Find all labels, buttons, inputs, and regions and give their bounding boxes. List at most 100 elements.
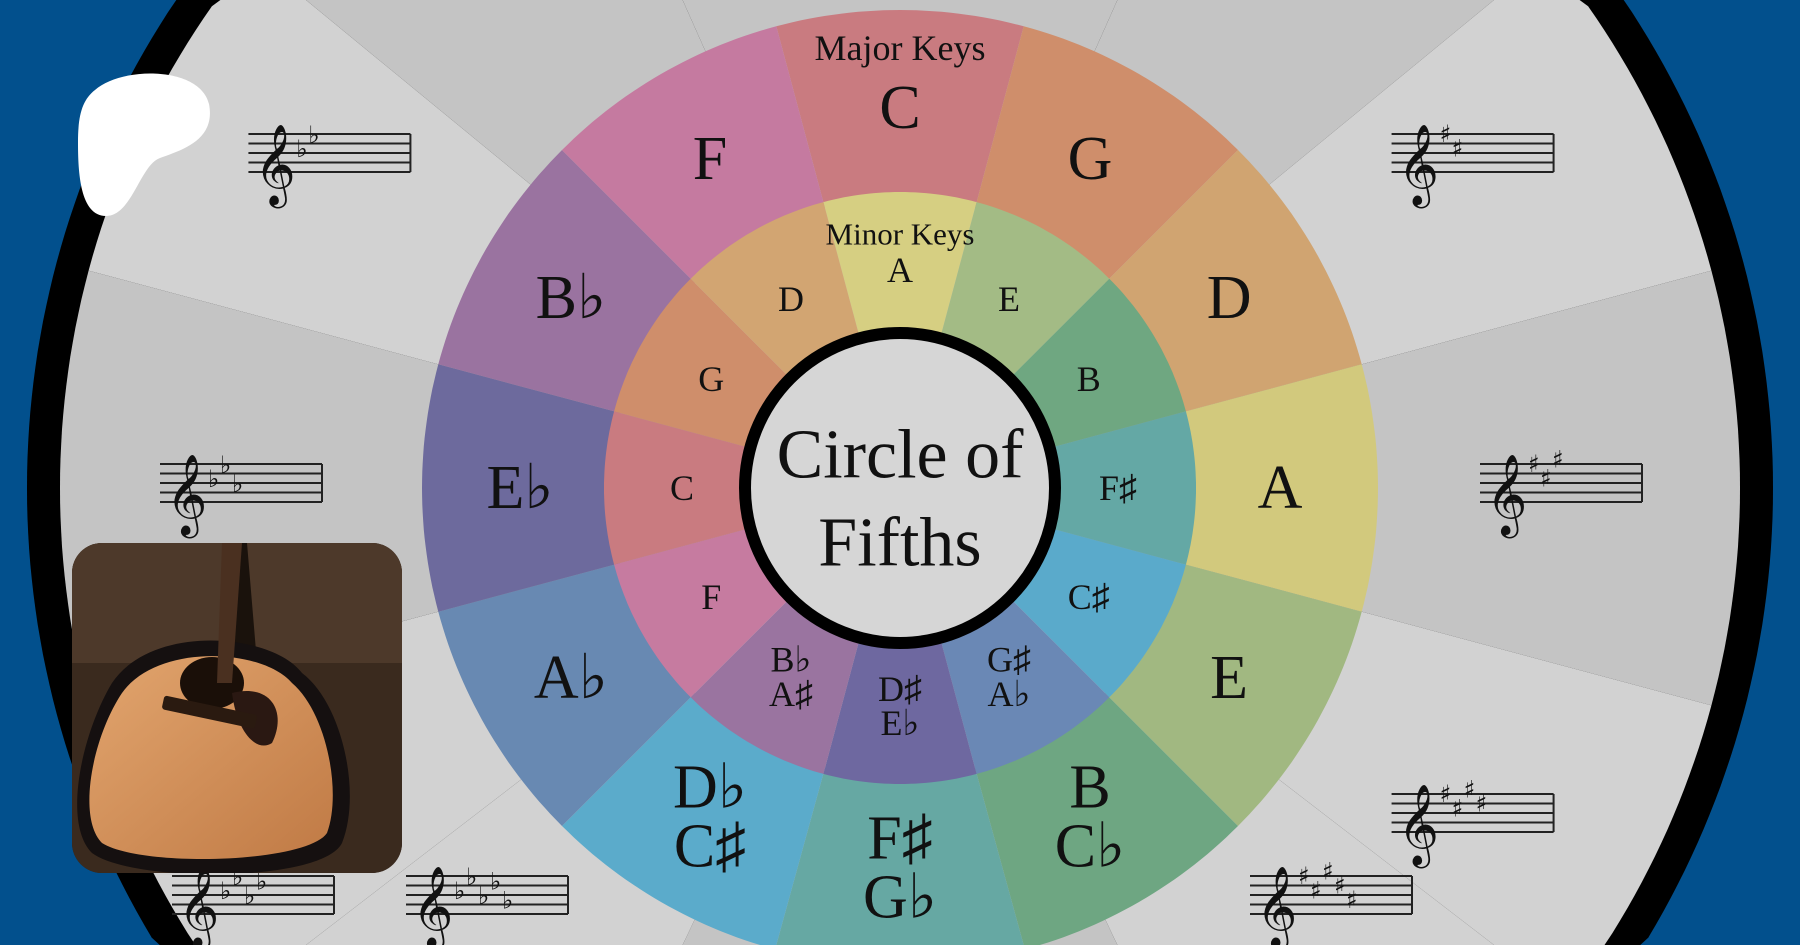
major-key-label: D♭ [673, 754, 747, 822]
minor-key-label: G [698, 359, 724, 399]
sharp-icon: ♯ [1346, 886, 1358, 914]
major-key-wedge-fill [562, 693, 825, 945]
major-key-wedge[interactable]: D [1105, 150, 1362, 413]
treble-clef-icon: 𝄞 [1398, 783, 1439, 868]
treble-clef-icon: 𝄞 [1398, 123, 1439, 208]
flat-icon: ♭ [466, 863, 477, 891]
minor-key-label: D [778, 279, 804, 319]
key-signature-staff: 𝄞♯♯♯ [1480, 445, 1643, 538]
flat-icon: ♭ [232, 863, 243, 891]
key-signature-staff: 𝄞♭♭ [248, 121, 412, 208]
major-key-wedge[interactable]: F [562, 26, 825, 283]
major-key-wedge[interactable]: D♭C♯ [562, 693, 825, 945]
flat-icon: ♭ [220, 451, 231, 479]
minor-key-wedge-fill [938, 202, 1110, 382]
key-signatures: 𝄞♯♯𝄞♯♯♯𝄞♯♯♯♯𝄞♯♯♯♯♯𝄞♭♭♭♭♭𝄞♭♭♭♭𝄞♭♭♭𝄞♭♭ [160, 120, 1643, 945]
major-key-wedge-fill [562, 26, 825, 283]
flat-icon: ♭ [244, 882, 255, 910]
sharp-icon: ♯ [1322, 857, 1334, 885]
key-signature-staff: 𝄞♯♯♯♯ [1391, 775, 1555, 868]
major-key-wedge[interactable]: F♯G♭ [776, 768, 1024, 945]
guitar-photo [72, 543, 402, 873]
major-key-label: A [1258, 454, 1303, 522]
minor-key-wedge[interactable]: E [938, 202, 1110, 382]
major-key-wedge[interactable]: A♭ [438, 563, 695, 826]
flat-icon: ♭ [502, 887, 513, 915]
major-key-wedge[interactable]: G [975, 26, 1238, 283]
major-key-label: C [879, 74, 920, 142]
treble-clef-icon: 𝄞 [166, 453, 207, 538]
major-key-label: G♭ [863, 863, 937, 931]
major-key-label: B♭ [536, 264, 607, 332]
sharp-icon: ♯ [1298, 862, 1310, 890]
major-key-wedge-fill [438, 563, 695, 826]
major-key-wedge[interactable]: C [776, 10, 1024, 208]
minor-key-label: F♯ [1099, 468, 1137, 508]
major-key-label: C♯ [674, 813, 746, 881]
major-key-label: G [1068, 125, 1113, 193]
treble-clef-icon: 𝄞 [254, 123, 295, 208]
minor-key-wedge[interactable]: F♯ [1044, 411, 1196, 565]
major-key-wedge-fill [776, 768, 1024, 945]
major-key-label: C♭ [1055, 813, 1126, 881]
sharp-icon: ♯ [1440, 780, 1452, 808]
treble-clef-icon: 𝄞 [1256, 865, 1297, 945]
minor-key-wedge[interactable]: C♯ [1006, 526, 1186, 698]
flat-icon: ♭ [232, 470, 243, 498]
major-key-wedge-fill [975, 693, 1238, 945]
minor-key-wedge-fill [604, 411, 756, 565]
minor-key-wedge[interactable]: B♭A♯ [690, 594, 862, 774]
minor-key-wedge-fill [1006, 278, 1186, 450]
major-key-wedge-fill [438, 150, 695, 413]
minor-key-wedge[interactable]: C [604, 411, 756, 565]
minor-key-wedge[interactable]: A [823, 192, 977, 344]
minor-key-label: A♯ [769, 674, 813, 714]
flat-icon: ♭ [308, 121, 319, 149]
minor-key-label: C♯ [1068, 577, 1110, 617]
major-key-label: A♭ [534, 644, 608, 712]
major-key-wedge-fill [1180, 364, 1378, 612]
minor-key-label: E [998, 279, 1020, 319]
major-key-wedge[interactable]: E♭ [422, 364, 620, 612]
title-line-2: Fifths [818, 505, 981, 582]
major-key-label: B [1069, 754, 1110, 822]
sharp-icon: ♯ [1552, 445, 1564, 473]
minor-key-wedge-fill [1006, 526, 1186, 698]
sharp-icon: ♯ [1452, 134, 1464, 162]
key-signature-staff: 𝄞♭♭♭♭♭ [406, 863, 569, 945]
minor-keys-heading: Minor Keys [826, 217, 975, 252]
major-key-label: E♭ [486, 454, 553, 522]
minor-key-wedge[interactable]: G [614, 278, 794, 450]
flat-icon: ♭ [220, 877, 231, 905]
major-key-label: F♯ [867, 805, 932, 873]
flat-icon: ♭ [256, 868, 267, 896]
patreon-logo [78, 73, 210, 216]
sharp-icon: ♯ [1476, 790, 1488, 818]
key-signature-staff: 𝄞♭♭♭♭ [172, 863, 335, 945]
minor-key-label: C [670, 468, 694, 508]
minor-key-label: A♭ [988, 674, 1031, 714]
sharp-icon: ♯ [1452, 794, 1464, 822]
major-key-wedge[interactable]: E [1105, 563, 1362, 826]
minor-key-wedge-fill [938, 594, 1110, 774]
title-line-1: Circle of [777, 417, 1025, 494]
minor-key-wedge-fill [690, 202, 862, 382]
minor-key-label: B♭ [771, 640, 812, 680]
sharp-icon: ♯ [1310, 876, 1322, 904]
minor-key-wedge[interactable]: B [1006, 278, 1186, 450]
key-signature-staff: 𝄞♯♯♯♯♯ [1250, 857, 1413, 945]
minor-key-wedge[interactable]: D♯E♭ [823, 632, 977, 784]
minor-key-wedge[interactable]: G♯A♭ [938, 594, 1110, 774]
flat-icon: ♭ [490, 868, 501, 896]
minor-key-wedge[interactable]: D [690, 202, 862, 382]
major-key-wedge[interactable]: A [1180, 364, 1378, 612]
major-key-wedge[interactable]: B♭ [438, 150, 695, 413]
minor-key-wedge[interactable]: F [614, 526, 794, 698]
minor-key-wedge-fill [614, 278, 794, 450]
minor-key-label: D♯ [878, 669, 922, 709]
minor-key-label: A [887, 250, 913, 290]
major-key-label: F [693, 125, 727, 193]
major-key-wedge[interactable]: BC♭ [975, 693, 1238, 945]
